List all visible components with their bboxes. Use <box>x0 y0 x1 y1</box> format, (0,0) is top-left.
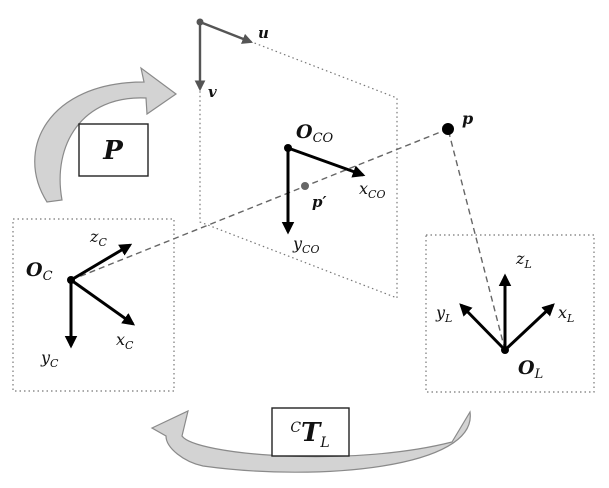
x-c-label: xC <box>116 330 134 352</box>
image-plane-frame <box>281 144 366 235</box>
y-l-axis <box>459 303 507 352</box>
u-axis-label: u <box>258 24 269 42</box>
image-plane <box>199 21 398 299</box>
camera-axes <box>64 243 136 349</box>
z-c-axis <box>70 243 133 282</box>
z-l-label: zL <box>515 249 532 271</box>
point-p-label: p <box>462 109 473 128</box>
pixel-axes <box>194 18 254 92</box>
x-c-axis <box>70 278 136 326</box>
lidar-ray <box>447 128 506 351</box>
o-co-label: OCO <box>296 121 334 146</box>
o-co-point <box>284 144 292 152</box>
transform-box <box>271 407 350 457</box>
o-c-label: OC <box>26 259 53 284</box>
o-l-point <box>501 346 509 354</box>
projection-curved-arrow <box>34 66 178 203</box>
x-co-axis <box>287 146 366 178</box>
y-co-label: yCO <box>292 234 319 256</box>
projection-ray <box>70 128 449 281</box>
projection-box-label: P <box>102 136 124 166</box>
o-l-label: OL <box>518 357 543 382</box>
x-co-label: xCO <box>359 179 385 201</box>
o-c-point <box>67 276 75 284</box>
x-l-axis <box>503 303 555 352</box>
transform-box-label: CTL <box>290 418 329 451</box>
z-c-label: zC <box>89 227 107 249</box>
lidar-axes <box>459 273 555 354</box>
x-l-label: xL <box>558 303 574 325</box>
v-axis-label: v <box>208 83 217 101</box>
y-c-label: yC <box>40 348 59 370</box>
lidar-frame-box <box>425 234 595 393</box>
y-l-label: yL <box>435 303 452 325</box>
point-p <box>442 123 454 135</box>
projected-point-label: p′ <box>312 193 326 211</box>
u-axis <box>199 20 254 44</box>
projection-box <box>78 123 149 177</box>
projected-point <box>301 182 309 190</box>
